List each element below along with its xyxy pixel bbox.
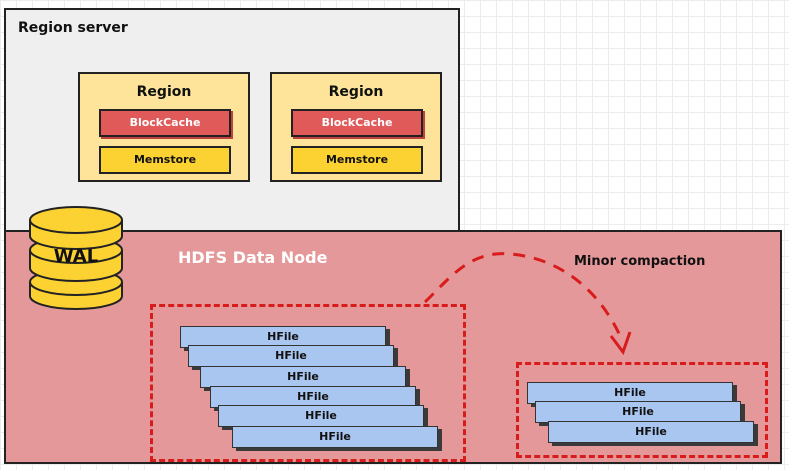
region-box-1: Region BlockCache Memstore xyxy=(78,72,250,182)
minor-compaction-label: Minor compaction xyxy=(574,254,706,269)
memstore-box: Memstore xyxy=(99,146,231,174)
hfile-after: HFile xyxy=(535,401,741,423)
memstore-box: Memstore xyxy=(291,146,423,174)
region-server-label: Region server xyxy=(18,20,128,36)
region-title: Region xyxy=(328,84,384,100)
hdfs-data-node-label: HDFS Data Node xyxy=(178,248,328,267)
region-title: Region xyxy=(136,84,192,100)
hfile-before: HFile xyxy=(188,345,394,367)
region-box-2: Region BlockCache Memstore xyxy=(270,72,442,182)
hfile-after: HFile xyxy=(548,421,754,443)
hfile-before: HFile xyxy=(200,366,406,388)
hfile-before: HFile xyxy=(218,405,424,427)
after-compaction-dashed-box xyxy=(516,362,768,458)
hfile-before: HFile xyxy=(232,426,438,448)
blockcache-box: BlockCache xyxy=(99,109,231,137)
before-compaction-dashed-box xyxy=(150,304,466,462)
blockcache-box: BlockCache xyxy=(291,109,423,137)
